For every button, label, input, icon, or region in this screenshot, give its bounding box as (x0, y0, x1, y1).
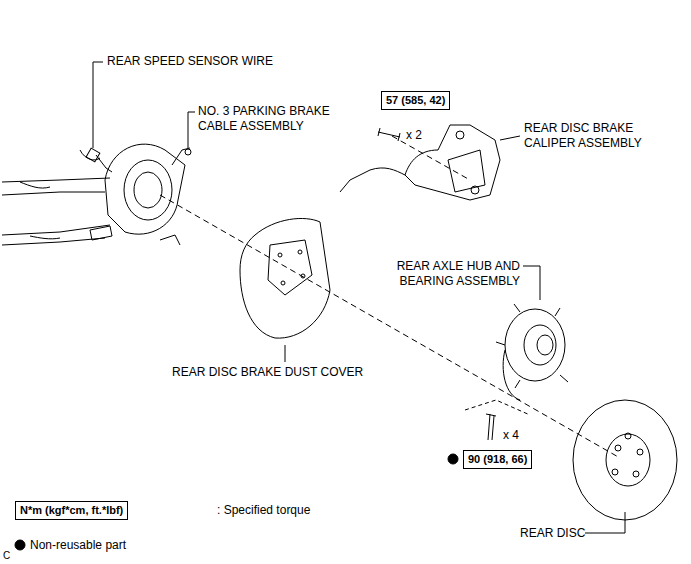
legend-torque-box: N*m (kgf*cm, ft.*lbf) (15, 501, 128, 520)
torque-box: 90 (918, 66) (463, 450, 532, 469)
part-name: REAR DISC BRAKE DUST COVER (172, 365, 363, 380)
torque-value: 90 (918, 66) (468, 453, 527, 465)
torque-value: 57 (585, 42) (386, 94, 445, 106)
figure-code: C (3, 548, 10, 563)
part-name: NO. 3 PARKING BRAKE CABLE ASSEMBLY (198, 104, 348, 134)
torque-value: N*m (kgf*cm, ft.*lbf) (20, 504, 123, 516)
quantity-label: x 4 (503, 428, 519, 443)
legend-text: Non-reusable part (30, 538, 126, 553)
torque-box: 57 (585, 42) (381, 91, 450, 110)
part-name: REAR DISC BRAKE CALIPER ASSEMBLY (524, 121, 669, 151)
part-name: REAR DISC (520, 526, 585, 541)
legend-text: : Specified torque (217, 503, 310, 518)
part-name: REAR AXLE HUB AND BEARING ASSEMBLY (375, 259, 520, 289)
quantity-label: x 2 (406, 128, 422, 143)
part-name: REAR SPEED SENSOR WIRE (107, 54, 273, 69)
